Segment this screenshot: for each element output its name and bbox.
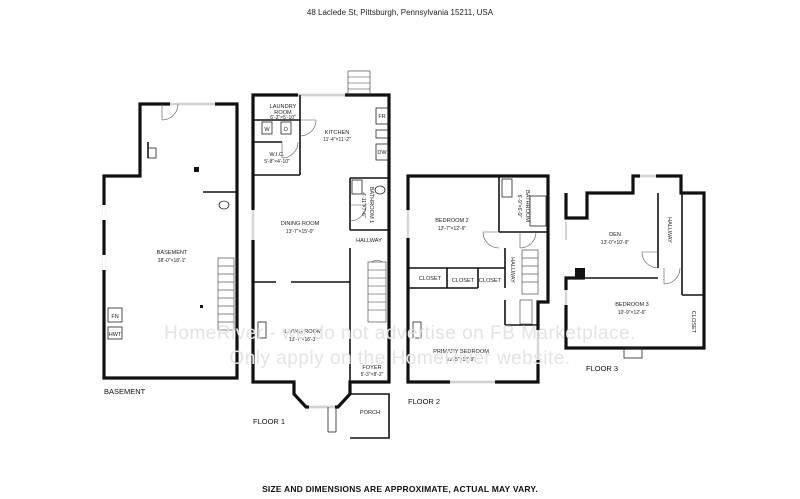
room-laundry-dims: 6'-3"×5'-10" [270,115,296,121]
room-closet-a-name: CLOSET [419,276,442,282]
watermark-line2: Only apply on the HomeRiver website. [229,348,571,369]
room-primary-name: PRIMARY BEDROOM [433,349,489,355]
room-bathroom1-name: BATHROOM 1 [368,187,374,224]
watermark-line1: HomeRiver - we do not advertise on FB Ma… [164,323,636,344]
room-basement-name: BASEMENT [157,250,188,256]
room-bathroom1-dims: 4'-11"×7'-6" [360,192,366,217]
room-living-dims: 13'-7"×16'-3" [289,337,318,343]
room-wic-name: W.I.C. [269,152,285,158]
room-bathroom2-dims: 6'-9"×6'-9" [516,195,522,218]
basement-plan: BASEMENT 38'-0"×18'-1" FN HWT BASEMENT [102,102,239,396]
floor3-plan: DEN 13'-0"×10'-9" HALLWAY BEDROOM 3 10'-… [564,174,706,373]
disclaimer-note: SIZE AND DIMENSIONS ARE APPROXIMATE, ACT… [262,484,538,494]
room-bathroom2-name: BATHROOM [524,190,530,222]
basement-stairs [217,257,235,331]
room-foyer-dims: 5'-3"×8'-2" [361,372,384,378]
room-den-dims: 13'-0"×10'-9" [601,240,630,246]
room-foyer-name: FOYER [362,365,381,371]
room-wic-dims: 5'-8"×4'-10" [264,159,290,165]
room-hallway3-name: HALLWAY [666,217,672,243]
property-address: 48 Laclede St, Pittsburgh, Pennsylvania … [306,8,494,17]
room-closet-c-name: CLOSET [479,278,502,284]
fridge-label: FR [378,114,385,120]
room-kitchen-dims: 11'-4"×11'-2" [323,137,351,143]
room-primary-dims: 22'-5"×12'-9" [447,357,476,363]
room-den-name: DEN [609,232,621,238]
dryer-label: D [284,127,288,133]
room-bedroom2-dims: 13'-7"×12'-9" [438,226,467,232]
furnace-label: FN [111,314,118,320]
room-bedroom2-name: BEDROOM 2 [435,218,469,224]
washer-label: W [264,127,270,133]
water-heater-label: HWT [109,332,122,338]
room-laundry-name1: LAUNDRY [270,104,297,110]
room-dining-name: DINING ROOM [281,221,320,227]
room-basement-dims: 38'-0"×18'-1" [158,258,187,264]
room-closet-b-name: CLOSET [452,278,475,284]
room-closet3-name: CLOSET [690,311,696,334]
floor-label-basement: BASEMENT [104,387,146,396]
room-bedroom3-name: BEDROOM 3 [615,302,649,308]
floor-label-floor1: FLOOR 1 [253,417,285,426]
room-porch-name: PORCH [360,410,380,416]
floor2-plan: BEDROOM 2 13'-7"×12'-9" BATHROOM 6'-9"×6… [406,174,550,406]
room-living-name: LIVING ROOM [284,329,322,335]
floor2-stairs [519,249,539,325]
floor-label-floor3: FLOOR 3 [586,364,618,373]
floor1-exterior-stairs [347,70,371,96]
dishwasher-label: DW [377,150,387,156]
room-bedroom3-dims: 10'-9"×12'-6" [618,310,647,316]
room-laundry-name2: ROOM [274,110,292,116]
room-dining-dims: 13'-7"×15'-0" [286,229,315,235]
floor1-plan: W D FR DW LAUNDRY [251,70,391,439]
floor-label-floor2: FLOOR 2 [408,397,440,406]
room-hallway1-name: HALLWAY [356,238,382,244]
room-hallway2-name: HALLWAY [509,257,515,283]
floor1-interior-stairs [367,260,387,323]
room-kitchen-name: KITCHEN [325,130,350,136]
